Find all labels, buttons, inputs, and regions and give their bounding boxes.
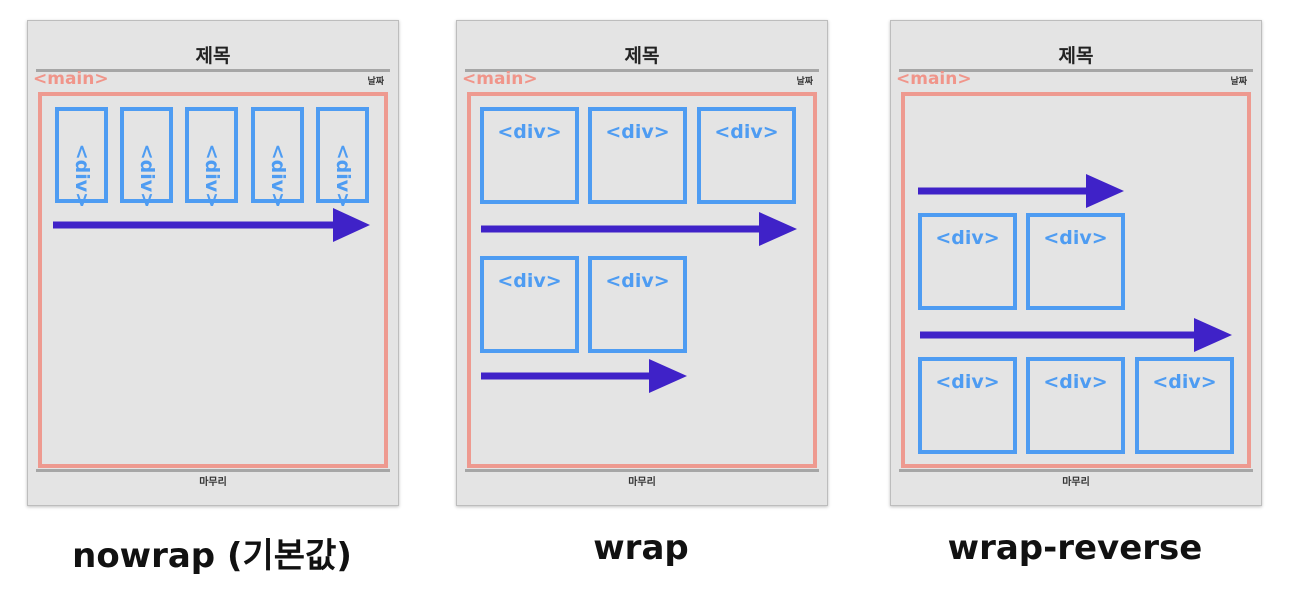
- flow-arrow: [481, 359, 687, 393]
- caption-wrap: wrap: [593, 528, 689, 568]
- footer-label: 마무리: [199, 477, 227, 488]
- footer-divider: [465, 469, 819, 472]
- div-box: <div>: [1135, 357, 1234, 454]
- div-box: <div>: [120, 107, 173, 208]
- flow-arrow: [918, 174, 1124, 208]
- div-box: <div>: [251, 107, 304, 208]
- div-box: <div>: [1026, 357, 1125, 454]
- main-container: [467, 92, 817, 468]
- footer-divider: [36, 469, 390, 472]
- flow-arrow: [481, 212, 797, 246]
- wrap-reverse-panel: 제목 <main> 날짜 <div> <div> <div> <div> <di…: [890, 20, 1262, 506]
- page-title: 제목: [1058, 45, 1094, 67]
- div-box: <div>: [918, 213, 1017, 310]
- main-tag-label: <main>: [896, 69, 972, 89]
- wrap-panel: 제목 <main> 날짜 <div> <div> <div> <div> <di…: [456, 20, 828, 506]
- footer-label: 마무리: [1062, 477, 1090, 488]
- date-label: 날짜: [367, 77, 384, 87]
- header-divider: [36, 69, 390, 72]
- main-container: [38, 92, 388, 468]
- flow-arrow: [53, 208, 370, 242]
- div-box: <div>: [1026, 213, 1125, 310]
- header-divider: [465, 69, 819, 72]
- div-box: <div>: [480, 256, 579, 353]
- page-title: 제목: [195, 45, 231, 67]
- header-divider: [899, 69, 1253, 72]
- date-label: 날짜: [1230, 77, 1247, 87]
- caption-nowrap: nowrap (기본값): [72, 536, 352, 576]
- div-box: <div>: [588, 256, 687, 353]
- div-box: <div>: [55, 107, 108, 208]
- div-box: <div>: [480, 107, 579, 204]
- footer-label: 마무리: [628, 477, 656, 488]
- div-box: <div>: [316, 107, 369, 208]
- caption-wrap-reverse: wrap-reverse: [947, 528, 1203, 568]
- div-box: <div>: [918, 357, 1017, 454]
- main-tag-label: <main>: [462, 69, 538, 89]
- main-tag-label: <main>: [33, 69, 109, 89]
- footer-divider: [899, 469, 1253, 472]
- date-label: 날짜: [796, 77, 813, 87]
- main-container: [901, 92, 1251, 468]
- page-title: 제목: [624, 45, 660, 67]
- div-box: <div>: [185, 107, 238, 208]
- flow-arrow: [920, 318, 1232, 352]
- nowrap-panel: 제목 <main> 날짜 <div> <div> <div> <div> <di…: [27, 20, 399, 506]
- div-box: <div>: [588, 107, 687, 204]
- div-box: <div>: [697, 107, 796, 204]
